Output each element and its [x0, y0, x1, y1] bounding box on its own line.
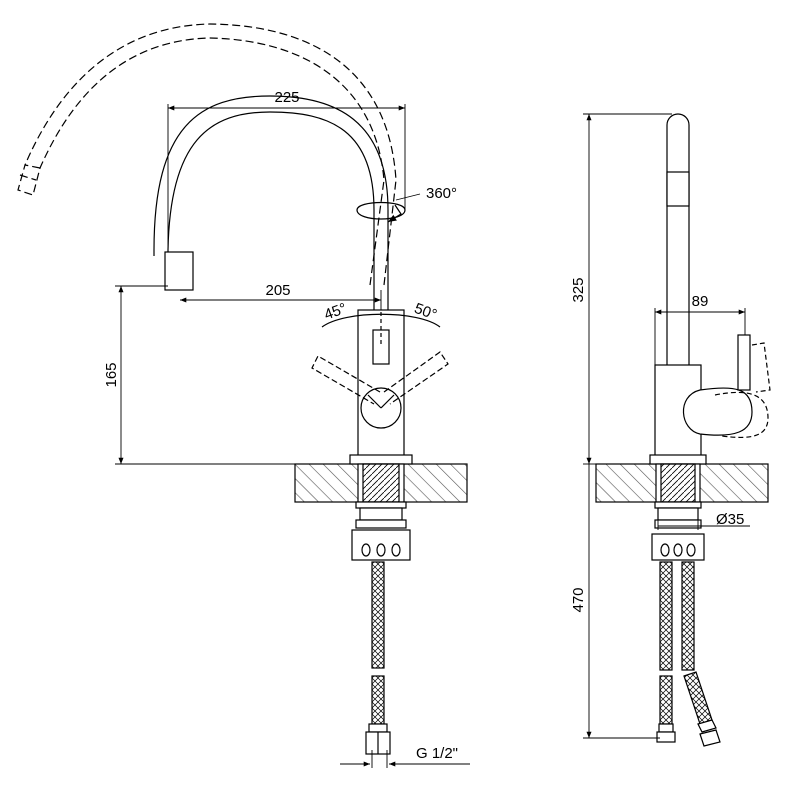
dimension-lines-front — [115, 104, 470, 768]
dim-outlet-offset: 205 — [265, 282, 290, 299]
spout — [153, 95, 406, 310]
dim-lever-right-angle: 50° — [412, 300, 439, 324]
countertop-side — [595, 454, 769, 503]
dim-spout-reach: 225 — [274, 89, 299, 106]
spout-outlet — [164, 251, 194, 291]
side-lever-handle — [737, 334, 751, 391]
lever-swing-positions — [311, 351, 449, 405]
spout-alternate-position — [17, 23, 397, 286]
hoses-side — [656, 561, 721, 747]
dim-hose-length: 470 — [570, 587, 587, 612]
dim-thread: G 1/2" — [416, 745, 458, 762]
dim-lever-reach: 89 — [692, 293, 709, 310]
mounting-nut-front — [351, 501, 411, 561]
front-view — [17, 23, 470, 768]
dim-body-diameter: Ø35 — [716, 511, 744, 528]
side-view — [583, 113, 771, 747]
dim-rotation: 360° — [426, 185, 457, 202]
dim-total-height: 325 — [570, 277, 587, 302]
faucet-body — [311, 309, 449, 461]
rotation-arrow-icon — [387, 204, 402, 223]
dim-outlet-height: 165 — [103, 362, 120, 387]
hose-front — [365, 561, 391, 755]
side-lever-alt-position — [714, 342, 771, 439]
side-spout — [666, 113, 690, 365]
mounting-nut-side — [651, 501, 705, 561]
countertop-front — [294, 454, 468, 503]
side-body — [654, 334, 771, 461]
side-spout-aerator — [666, 171, 690, 207]
dimension-lines-side — [583, 113, 750, 739]
dim-lever-left-angle: 45° — [322, 300, 349, 324]
